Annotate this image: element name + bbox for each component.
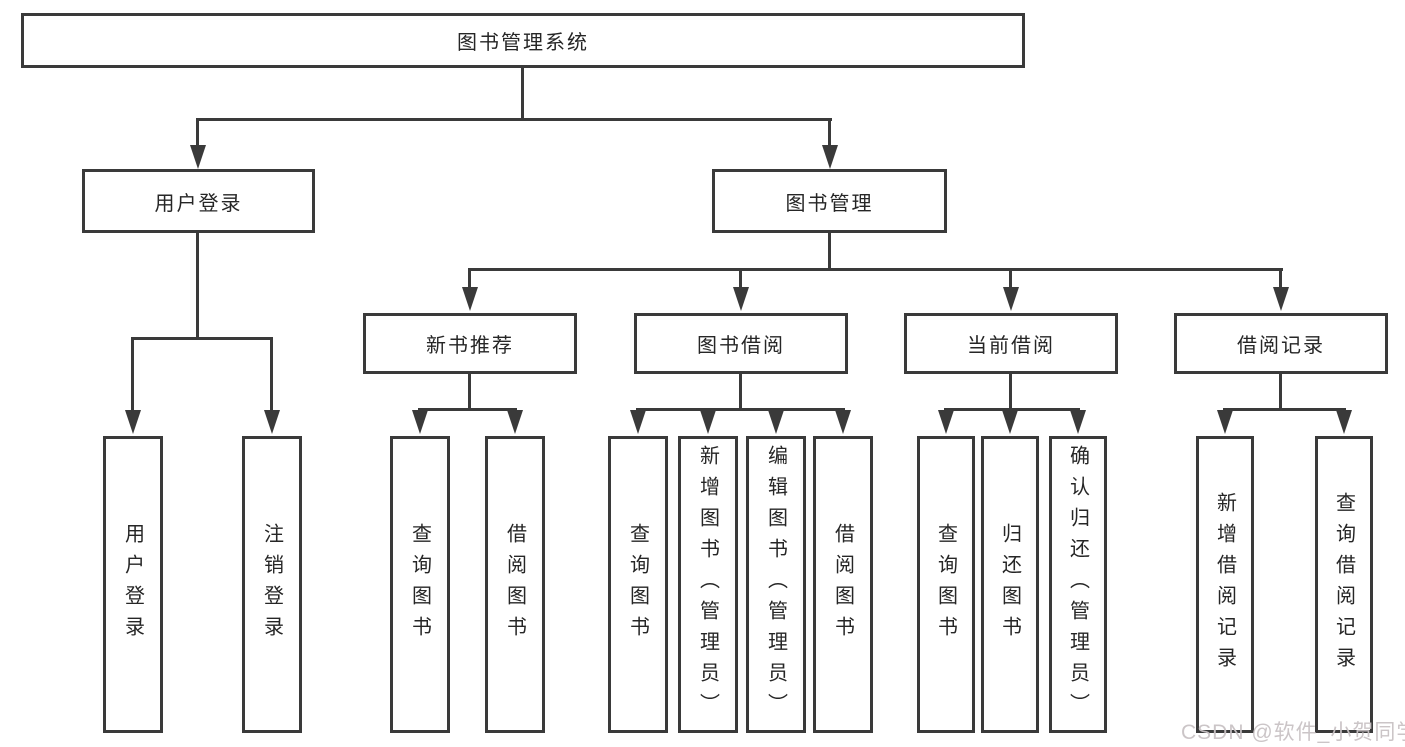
connector-split [468,268,1283,271]
connector-stem [196,233,199,337]
connector-split [1223,408,1346,411]
node-new-book-recommend: 新书推荐 [363,313,577,374]
leaf-return-books: 归还图书 [981,436,1039,733]
arrow-down-icon [1273,287,1289,311]
leaf-query-borrow-record: 查询借阅记录 [1315,436,1373,733]
connector-root-stem [521,68,524,118]
connector-drop [270,337,273,414]
arrow-down-icon [264,410,280,434]
arrow-down-icon [630,410,646,434]
arrow-down-icon [835,410,851,434]
connector-stem [1279,374,1282,408]
leaf-user-login: 用户登录 [103,436,163,733]
connector-drop [196,118,199,150]
connector-drop [828,118,831,150]
arrow-down-icon [1002,410,1018,434]
connector-split [636,408,845,411]
watermark: CSDN @软件_小贺同学 [1181,721,1405,744]
leaf-borrow-books-module: 借阅图书 [813,436,873,733]
leaf-logout: 注销登录 [242,436,302,733]
arrow-down-icon [1070,410,1086,434]
arrow-down-icon [733,287,749,311]
leaf-add-borrow-record: 新增借阅记录 [1196,436,1254,733]
arrow-down-icon [1336,410,1352,434]
connector-drop [468,268,471,291]
connector-split [418,408,517,411]
arrow-down-icon [822,145,838,169]
connector-root-split [196,118,832,121]
node-root: 图书管理系统 [21,13,1025,68]
node-user-login: 用户登录 [82,169,315,233]
arrow-down-icon [768,410,784,434]
leaf-edit-book-admin: 编辑图书（管理员） [746,436,806,733]
connector-split [944,408,1080,411]
node-book-borrow: 图书借阅 [634,313,848,374]
connector-stem [468,374,471,408]
node-book-management: 图书管理 [712,169,947,233]
arrow-down-icon [507,410,523,434]
leaf-borrow-books-recommend: 借阅图书 [485,436,545,733]
arrow-down-icon [700,410,716,434]
connector-drop [1009,268,1012,291]
leaf-add-book-admin: 新增图书（管理员） [678,436,738,733]
leaf-query-books-current: 查询图书 [917,436,975,733]
node-borrow-records: 借阅记录 [1174,313,1388,374]
connector-stem [739,374,742,408]
connector-stem [1009,374,1012,408]
arrow-down-icon [412,410,428,434]
connector-drop [131,337,134,414]
node-current-borrow: 当前借阅 [904,313,1118,374]
leaf-query-books-recommend: 查询图书 [390,436,450,733]
connector-drop [739,268,742,291]
connector-stem [828,233,831,268]
connector-drop [1279,268,1282,291]
leaf-confirm-return-admin: 确认归还（管理员） [1049,436,1107,733]
arrow-down-icon [462,287,478,311]
arrow-down-icon [938,410,954,434]
arrow-down-icon [1003,287,1019,311]
arrow-down-icon [125,410,141,434]
arrow-down-icon [190,145,206,169]
leaf-query-books-borrow: 查询图书 [608,436,668,733]
arrow-down-icon [1217,410,1233,434]
connector-split [131,337,273,340]
